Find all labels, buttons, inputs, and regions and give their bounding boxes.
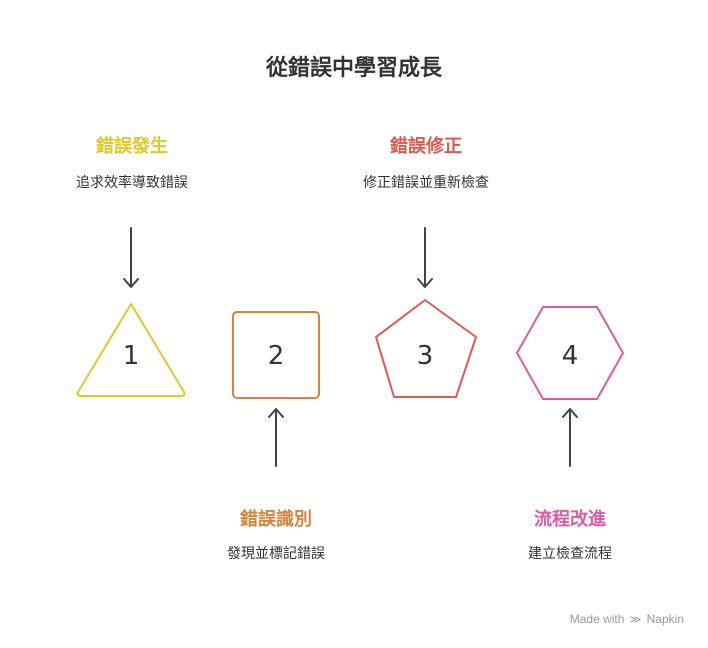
step-2-description: 發現並標記錯誤: [227, 546, 325, 562]
arrow-up-icon: [562, 408, 578, 467]
step-3-pentagon-shape: [375, 299, 477, 398]
made-with-napkin-watermark: Made with ≫ Napkin: [570, 612, 684, 626]
watermark-brand: Napkin: [646, 612, 684, 626]
arrow-up-icon: [268, 408, 284, 467]
arrow-down-icon: [123, 227, 139, 288]
step-4-number: 4: [562, 341, 579, 371]
step-2-label: 錯誤識別: [240, 509, 312, 530]
diagram-title: 從錯誤中學習成長: [265, 56, 442, 81]
step-1-triangle-shape: [76, 303, 186, 397]
step-4-description: 建立檢查流程: [528, 546, 612, 562]
step-1-number: 1: [123, 341, 140, 371]
napkin-logo-icon: ≫: [629, 614, 642, 626]
watermark-prefix: Made with: [569, 612, 625, 626]
step-4-hexagon-shape: [516, 306, 624, 400]
step-2-square-shape: [232, 311, 320, 399]
step-3-label: 錯誤修正: [390, 136, 462, 157]
step-1-label: 錯誤發生: [96, 136, 168, 157]
step-2-number: 2: [268, 341, 285, 371]
step-3-number: 3: [417, 341, 434, 371]
step-4-label: 流程改進: [534, 509, 606, 530]
step-3-description: 修正錯誤並重新檢查: [363, 175, 489, 191]
arrow-down-icon: [417, 227, 433, 288]
step-1-description: 追求效率導致錯誤: [76, 175, 188, 191]
